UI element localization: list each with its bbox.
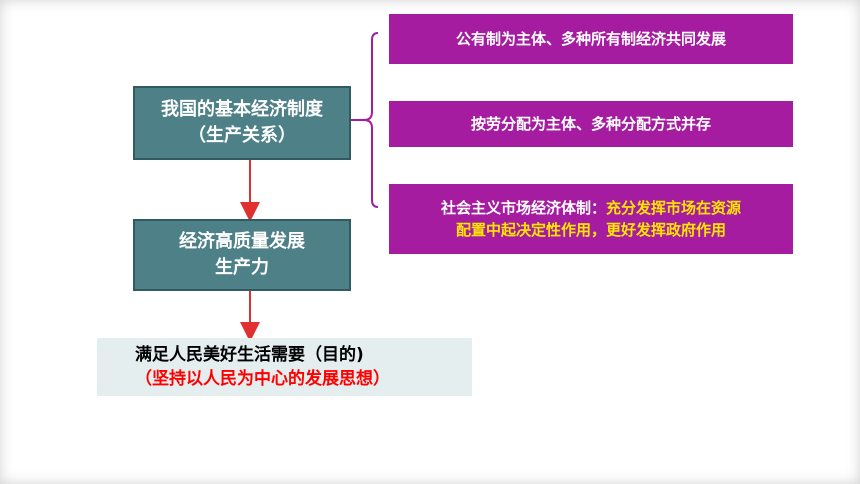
branch-ownership-box: 公有制为主体、多种所有制经济共同发展 <box>389 14 793 64</box>
basic-system-line1: 我国的基本经济制度 <box>161 99 323 120</box>
branch-distribution-text: 按劳分配为主体、多种分配方式并存 <box>470 115 711 133</box>
goal-box: 满足人民美好生活需要（目的) （坚持以人民为中心的发展思想） <box>97 338 472 396</box>
high-quality-development-box: 经济高质量发展 生产力 <box>133 219 351 291</box>
branch-market-box: 社会主义市场经济体制：充分发挥市场在资源 配置中起决定性作用，更好发挥政府作用 <box>389 184 793 254</box>
goal-line2: （坚持以人民为中心的发展思想） <box>135 369 390 389</box>
brace-bracket <box>363 32 379 208</box>
branch-market-line1: 社会主义市场经济体制：充分发挥市场在资源 <box>441 197 741 219</box>
high-quality-line1: 经济高质量发展 <box>179 231 305 252</box>
basic-system-line2: （生产关系） <box>188 125 296 146</box>
branch-market-highlight-b: 配置中起决定性作用，更好发挥政府作用 <box>455 221 726 239</box>
branch-market-highlight-a: 充分发挥市场在资源 <box>606 199 742 217</box>
branch-ownership-text: 公有制为主体、多种所有制经济共同发展 <box>455 30 726 48</box>
branch-market-prefix: 社会主义市场经济体制： <box>440 199 606 217</box>
basic-economic-system-box: 我国的基本经济制度 （生产关系） <box>133 86 351 160</box>
goal-line1: 满足人民美好生活需要（目的) <box>135 345 364 365</box>
branch-distribution-box: 按劳分配为主体、多种分配方式并存 <box>389 101 793 147</box>
high-quality-line2: 生产力 <box>215 257 269 278</box>
